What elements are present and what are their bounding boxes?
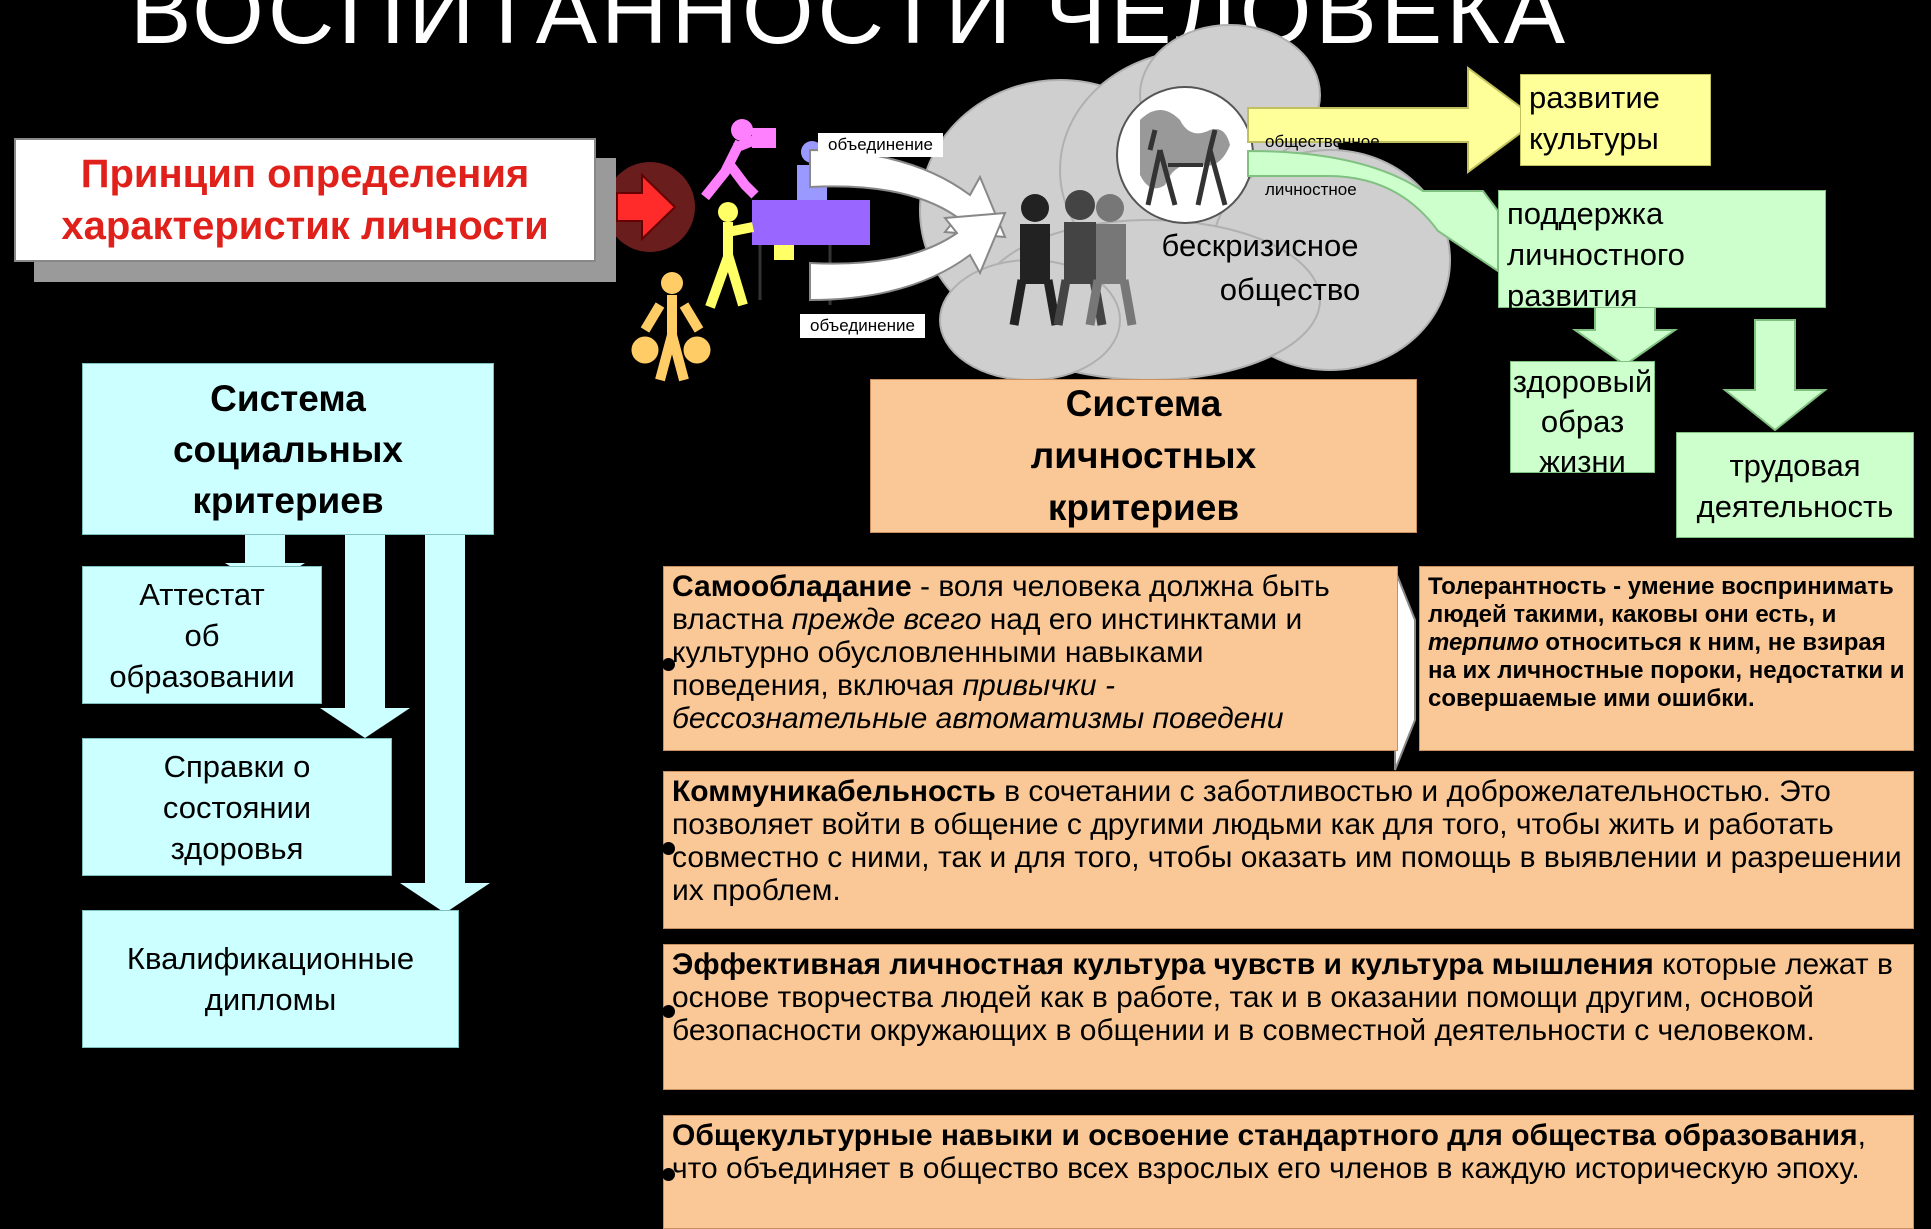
- labor-arrow: [1722, 319, 1828, 432]
- self-control-text1: - воля человека должна быть властна: [672, 570, 1330, 636]
- social-head-line1: Система: [210, 377, 366, 419]
- education-certificate-box: Аттестат об образовании: [82, 566, 322, 704]
- culture-feelings-text: которые лежат в основе творчества людей …: [672, 948, 1893, 1047]
- health-line3: жизни: [1539, 444, 1626, 479]
- support-line1: поддержка: [1507, 196, 1664, 231]
- social-criteria-head: Система социальных критериев: [82, 363, 494, 535]
- item1-line2: об: [184, 617, 220, 653]
- item2-line1: Справки о: [163, 748, 311, 784]
- item2-line2: состоянии: [162, 789, 312, 825]
- self-control-text2: над его инстинктами и культурно обусловл…: [672, 603, 1303, 702]
- bullet: [662, 1168, 675, 1181]
- labor-line1: трудовая: [1729, 448, 1861, 483]
- tolerance-italic: терпимо: [1428, 629, 1539, 656]
- labor-activity-box: трудовая деятельность: [1676, 432, 1914, 538]
- bullet: [662, 658, 675, 671]
- personal-head-line2: личностных: [1030, 435, 1257, 476]
- healthy-lifestyle-box: здоровый образ жизни: [1510, 361, 1655, 479]
- culture-feelings-box: Эффективная личностная культура чувств и…: [663, 944, 1914, 1090]
- social-arrow-2: [320, 533, 410, 738]
- self-control-box: Самообладание - воля человека должна быт…: [663, 566, 1398, 751]
- bullet: [662, 842, 675, 855]
- principle-line1: Принцип определения: [80, 152, 530, 196]
- item3-line1: Квалификационные: [126, 941, 415, 976]
- personal-head-line3: критериев: [1047, 487, 1240, 528]
- communication-title: Коммуникабельность: [672, 775, 996, 808]
- item1-line1: Аттестат: [139, 576, 265, 612]
- personal-arrow: [1247, 149, 1499, 273]
- self-control-italic1: прежде всего: [791, 603, 982, 636]
- item3-line2: дипломы: [204, 982, 337, 1017]
- self-control-italic2: привычки - бессознательные автоматизмы п…: [672, 669, 1284, 735]
- culture-line2: культуры: [1529, 121, 1659, 156]
- labor-line2: деятельность: [1696, 489, 1894, 524]
- personal-support-box: поддержка личностного развития: [1498, 190, 1826, 313]
- personal-label: личностное: [1265, 180, 1357, 199]
- social-arrow-3: [400, 533, 490, 913]
- union-arrow-bottom: [809, 211, 1007, 302]
- social-head-line3: критериев: [192, 479, 384, 521]
- red-arrow-icon: [605, 162, 695, 252]
- health-certificate-box: Справки о состоянии здоровья: [82, 738, 392, 876]
- principle-box: Принцип определения характеристик личнос…: [14, 138, 596, 262]
- support-line3: развития: [1507, 278, 1638, 313]
- culture-line1: развитие: [1529, 80, 1660, 115]
- page-title: ВОСПИТАННОСТИ ЧЕЛОВЕКА: [130, 0, 1570, 63]
- culture-feelings-title: Эффективная личностная культура чувств и…: [672, 948, 1654, 981]
- tolerance-title: Толерантность: [1428, 573, 1607, 600]
- health-line1: здоровый: [1512, 364, 1653, 399]
- society-label: бескризисное общество: [1140, 224, 1380, 312]
- item2-line3: здоровья: [170, 830, 304, 866]
- general-skills-box: Общекультурные навыки и освоение стандар…: [663, 1115, 1914, 1229]
- health-line2: образ: [1540, 404, 1625, 439]
- support-line2: личностного: [1507, 237, 1685, 272]
- people-desk-icon: [630, 119, 870, 382]
- culture-development-box: развитие культуры: [1520, 74, 1711, 166]
- personal-criteria-head: Система личностных критериев: [870, 379, 1417, 533]
- personal-head-line1: Система: [1065, 383, 1222, 424]
- people-group-icon: [1009, 190, 1137, 326]
- general-skills-text: , что объединяет в общество всех взрослы…: [672, 1119, 1866, 1185]
- globe-icon: [1116, 86, 1254, 224]
- qualification-diplomas-box: Квалификационные дипломы: [82, 910, 459, 1048]
- tolerance-text1: - умение воспринимать людей такими, како…: [1428, 573, 1894, 628]
- union-label-bottom: объединение: [800, 314, 925, 338]
- public-label: общественное: [1265, 132, 1380, 151]
- tolerance-text2: относиться к ним, не взирая на их личнос…: [1428, 629, 1905, 712]
- communication-text: в сочетании с заботливостью и доброжелат…: [672, 775, 1902, 907]
- general-skills-title: Общекультурные навыки и освоение стандар…: [672, 1119, 1858, 1152]
- bullet: [662, 1005, 675, 1018]
- communication-box: Коммуникабельность в сочетании с заботли…: [663, 771, 1914, 929]
- self-control-title: Самообладание: [672, 570, 912, 603]
- union-label-top: объединение: [818, 133, 943, 157]
- social-head-line2: социальных: [172, 428, 404, 470]
- tolerance-box: Толерантность - умение воспринимать люде…: [1419, 566, 1914, 751]
- public-arrow: [1247, 66, 1540, 174]
- society-line1: бескризисное: [1161, 228, 1359, 263]
- society-line2: общество: [1219, 272, 1361, 307]
- item1-line3: образовании: [109, 658, 295, 694]
- principle-line2: характеристик личности: [61, 204, 549, 248]
